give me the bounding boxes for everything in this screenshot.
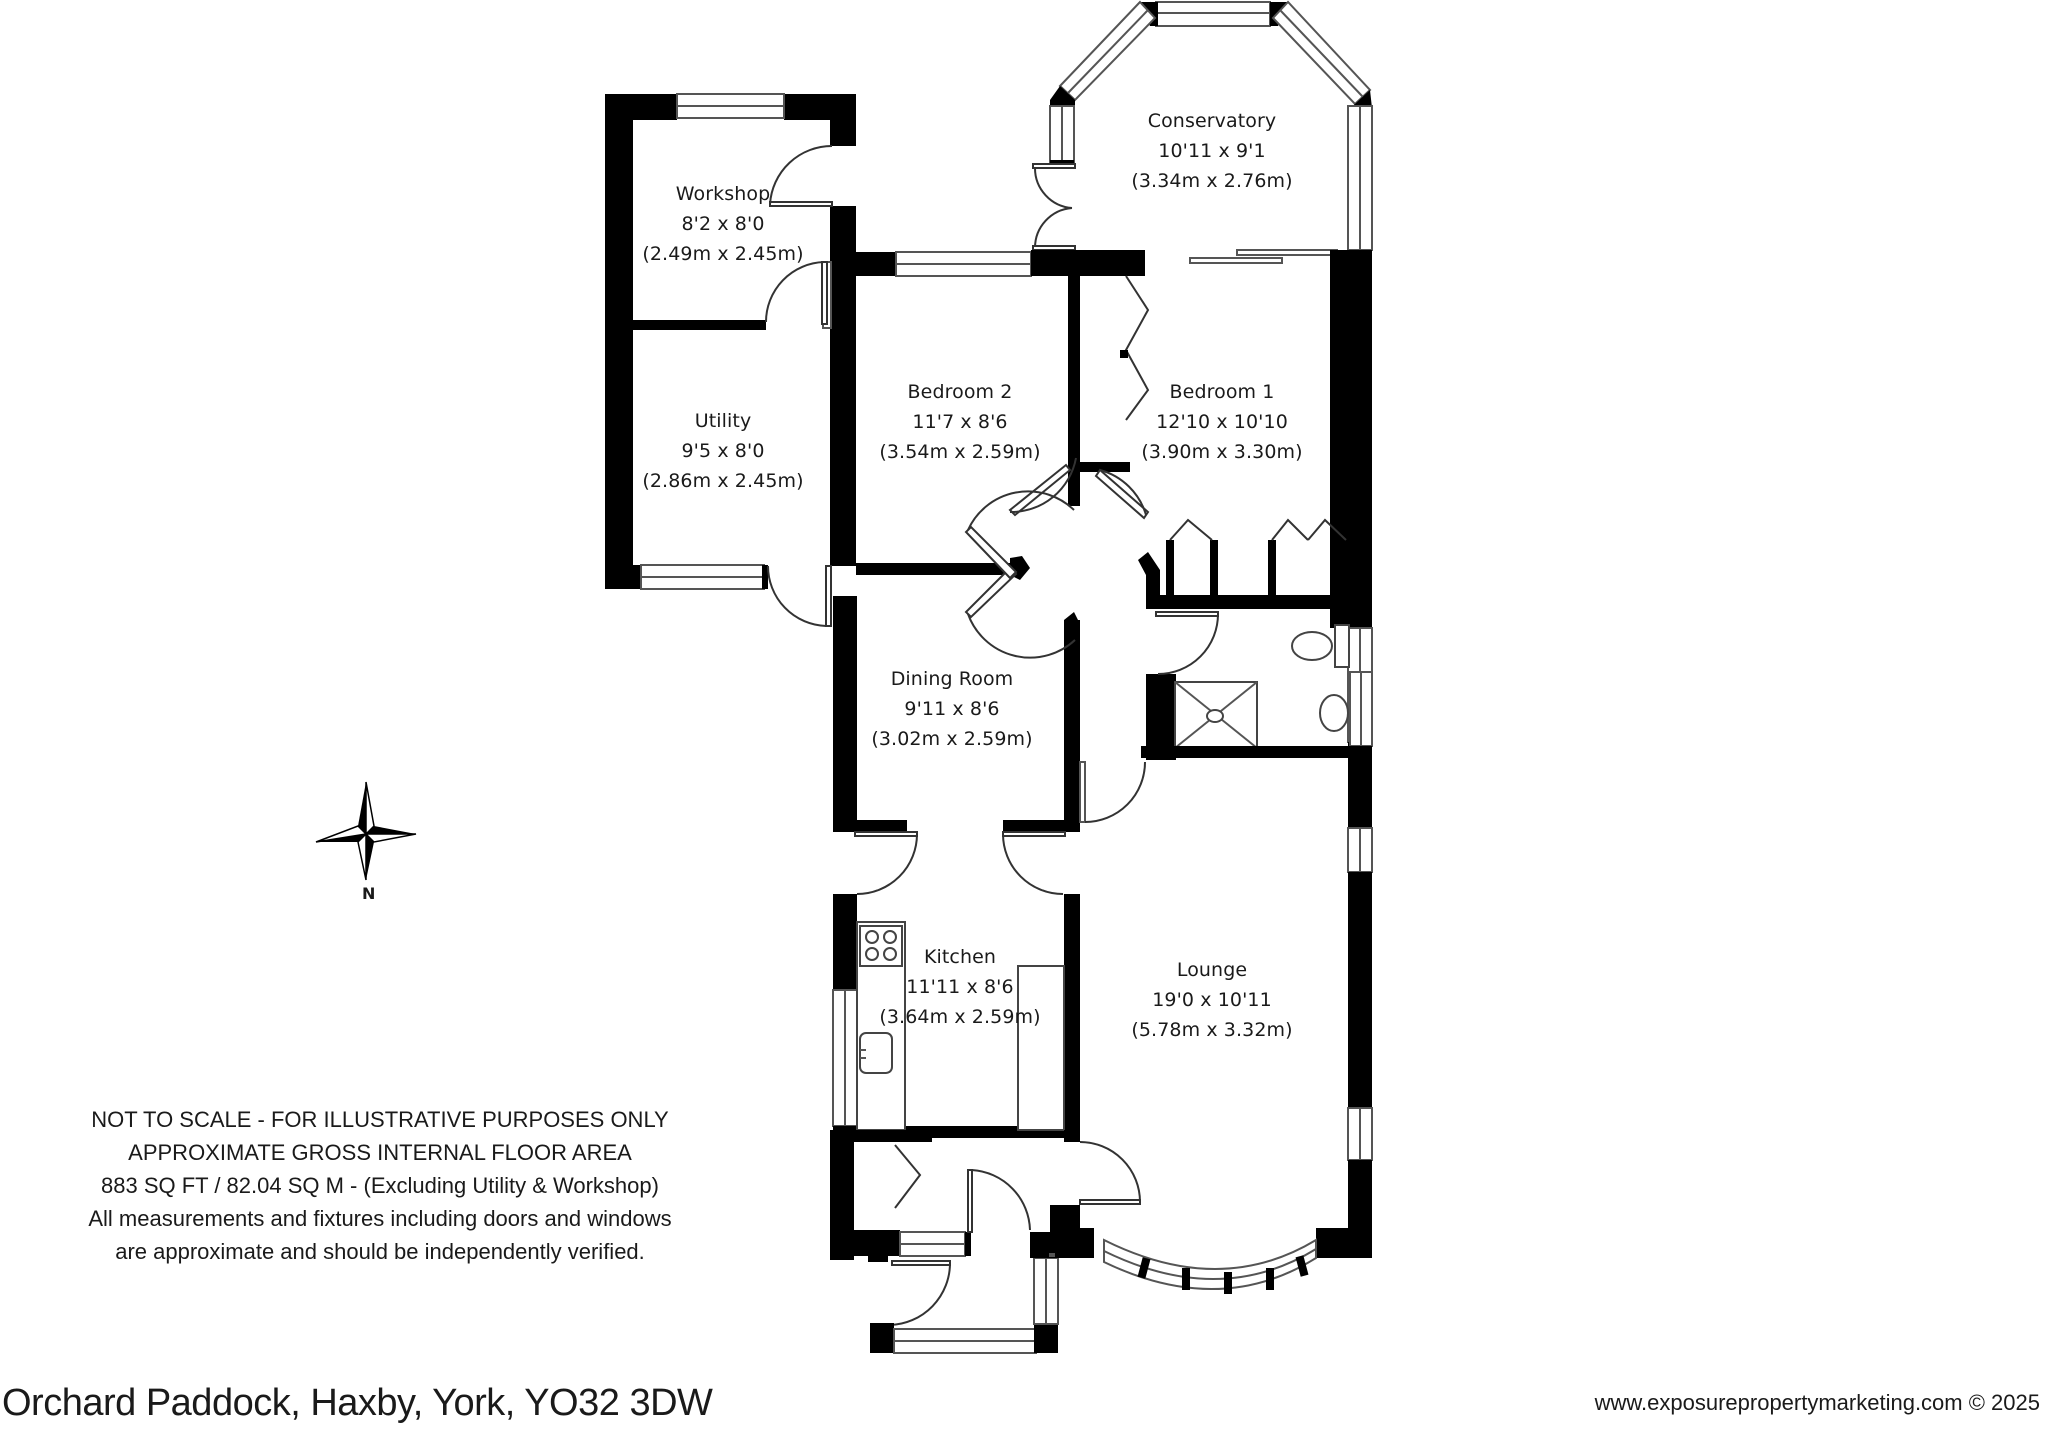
room-imperial: 10'11 x 9'1 [1158,140,1266,162]
room-name: Kitchen [923,946,997,968]
room-label-workshop: Workshop 8'2 x 8'0 (2.49m x 2.45m) [642,179,803,269]
room-label-dining-room: Dining Room 9'11 x 8'6 (3.02m x 2.59m) [871,664,1032,754]
room-metric: (3.02m x 2.59m) [871,728,1033,750]
room-label-utility: Utility 9'5 x 8'0 (2.86m x 2.45m) [642,406,803,496]
disclaimer-line: are approximate and should be independen… [115,1239,645,1264]
room-name: Lounge [1176,959,1248,981]
copyright-notice: www.exposurepropertymarketing.com © 2025 [1594,1390,2040,1415]
room-label-bedroom-1: Bedroom 1 12'10 x 10'10 (3.90m x 3.30m) [1141,377,1302,467]
room-imperial: 8'2 x 8'0 [681,213,765,235]
disclaimer-line: NOT TO SCALE - FOR ILLUSTRATIVE PURPOSES… [91,1107,669,1132]
room-label-kitchen: Kitchen 11'11 x 8'6 (3.64m x 2.59m) [879,942,1040,1032]
walls [605,93,1373,1354]
room-metric: (3.90m x 3.30m) [1141,441,1303,463]
conservatory-structure [1032,0,1373,264]
room-name: Dining Room [890,668,1014,690]
disclaimer: NOT TO SCALE - FOR ILLUSTRATIVE PURPOSES… [25,1103,735,1268]
room-metric: (2.86m x 2.45m) [642,470,804,492]
room-metric: (3.54m x 2.59m) [879,441,1041,463]
disclaimer-line: All measurements and fixtures including … [88,1206,672,1231]
floor-area: 883 SQ FT / 82.04 SQ M - (Excluding Util… [101,1173,659,1198]
room-metric: (2.49m x 2.45m) [642,243,804,265]
room-imperial: 11'11 x 8'6 [906,976,1014,998]
room-imperial: 19'0 x 10'11 [1152,989,1272,1011]
room-imperial: 11'7 x 8'6 [912,411,1008,433]
room-imperial: 12'10 x 10'10 [1156,411,1288,433]
disclaimer-line: APPROXIMATE GROSS INTERNAL FLOOR AREA [128,1140,632,1165]
room-name: Bedroom 2 [907,381,1013,403]
room-name: Workshop [675,183,771,205]
room-metric: (5.78m x 3.32m) [1131,1019,1293,1041]
room-name: Conservatory [1147,110,1277,132]
room-label-bedroom-2: Bedroom 2 11'7 x 8'6 (3.54m x 2.59m) [879,377,1040,467]
compass-rose-icon [315,781,417,881]
room-imperial: 9'11 x 8'6 [904,698,1000,720]
compass-north-label: N [362,884,376,903]
property-address: Orchard Paddock, Haxby, York, YO32 3DW [2,1382,713,1424]
room-metric: (3.64m x 2.59m) [879,1006,1041,1028]
room-name: Utility [694,410,752,432]
room-label-conservatory: Conservatory 10'11 x 9'1 (3.34m x 2.76m) [1131,106,1292,196]
room-name: Bedroom 1 [1169,381,1275,403]
room-label-lounge: Lounge 19'0 x 10'11 (5.78m x 3.32m) [1131,955,1292,1045]
room-imperial: 9'5 x 8'0 [681,440,765,462]
room-metric: (3.34m x 2.76m) [1131,170,1293,192]
